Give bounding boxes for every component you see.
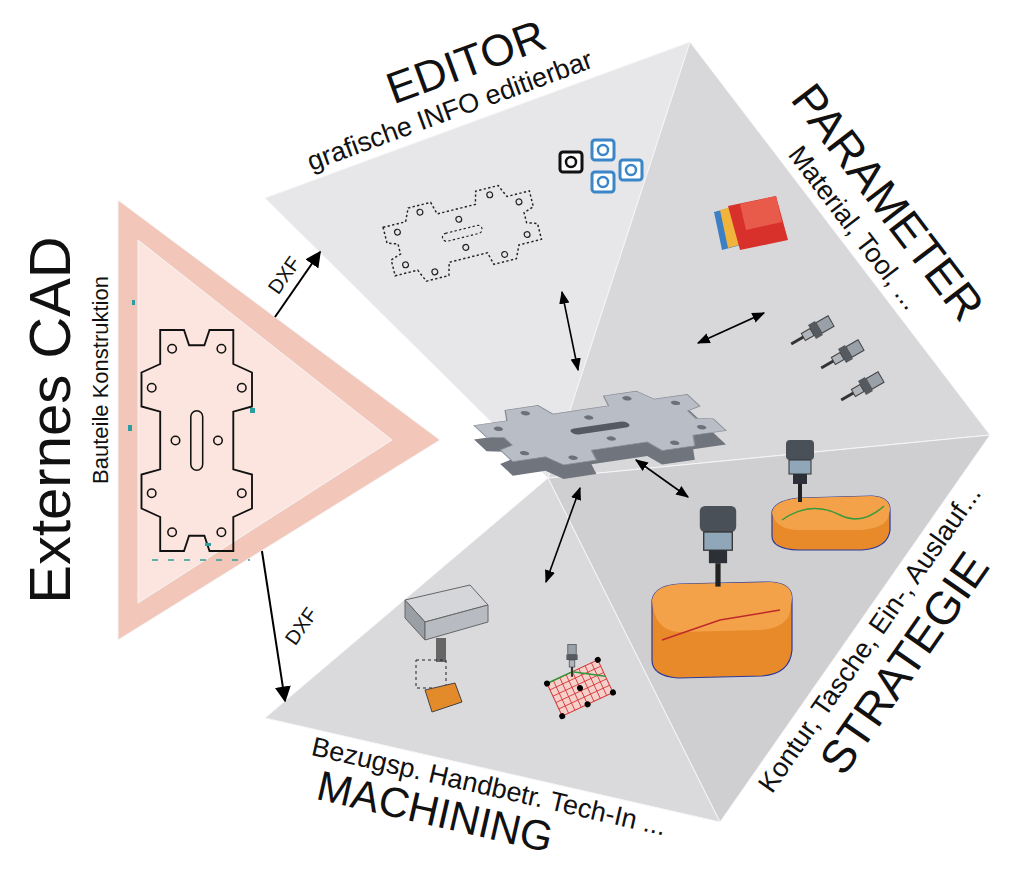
face-panel: MACHININGBezugsp. Handbetr. Tech-In ... (265, 478, 720, 822)
tool-holders (787, 314, 885, 407)
editor-drawing (380, 179, 545, 289)
center-part (464, 385, 736, 485)
probe-grid (543, 645, 617, 721)
editor-icons (560, 140, 642, 192)
cad-drawing (128, 300, 255, 560)
machine-picture (405, 585, 488, 712)
face-panel: PARAMETERMaterial, Tool, ... (548, 40, 990, 478)
face-polygon (138, 240, 392, 603)
edge-label: DXF (282, 604, 321, 648)
edge-label: DXF (264, 252, 303, 296)
double-arrows (546, 292, 764, 582)
dxf-arrow (262, 551, 285, 701)
panel-subtitle: Bauteile Konstruktion (90, 276, 112, 484)
panel-title: Externes CAD (21, 236, 79, 603)
strategy-pictures (652, 440, 890, 678)
material-swatches (714, 196, 788, 250)
